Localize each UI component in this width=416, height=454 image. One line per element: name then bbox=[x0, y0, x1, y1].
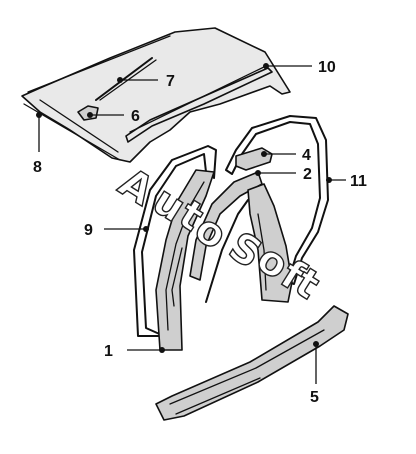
rear-door-seal bbox=[225, 115, 329, 285]
rocker-sill bbox=[155, 305, 349, 421]
callout-11: 11 bbox=[350, 173, 367, 190]
leader-lines bbox=[36, 63, 346, 384]
callout-1: 1 bbox=[104, 343, 113, 360]
callout-2: 2 bbox=[303, 166, 312, 183]
top-bracket bbox=[235, 147, 273, 171]
roof-rail-moulding bbox=[125, 65, 273, 143]
b-pillar bbox=[155, 169, 215, 351]
callout-4: 4 bbox=[302, 147, 311, 164]
c-pillar bbox=[247, 183, 293, 303]
callout-8: 8 bbox=[33, 159, 42, 176]
callout-labels: 1 2 4 5 6 7 8 9 10 11 bbox=[33, 59, 367, 406]
callout-10: 10 bbox=[318, 59, 336, 76]
callout-7: 7 bbox=[166, 73, 175, 90]
callout-9: 9 bbox=[84, 222, 93, 239]
callout-6: 6 bbox=[131, 108, 140, 125]
callout-5: 5 bbox=[310, 389, 319, 406]
